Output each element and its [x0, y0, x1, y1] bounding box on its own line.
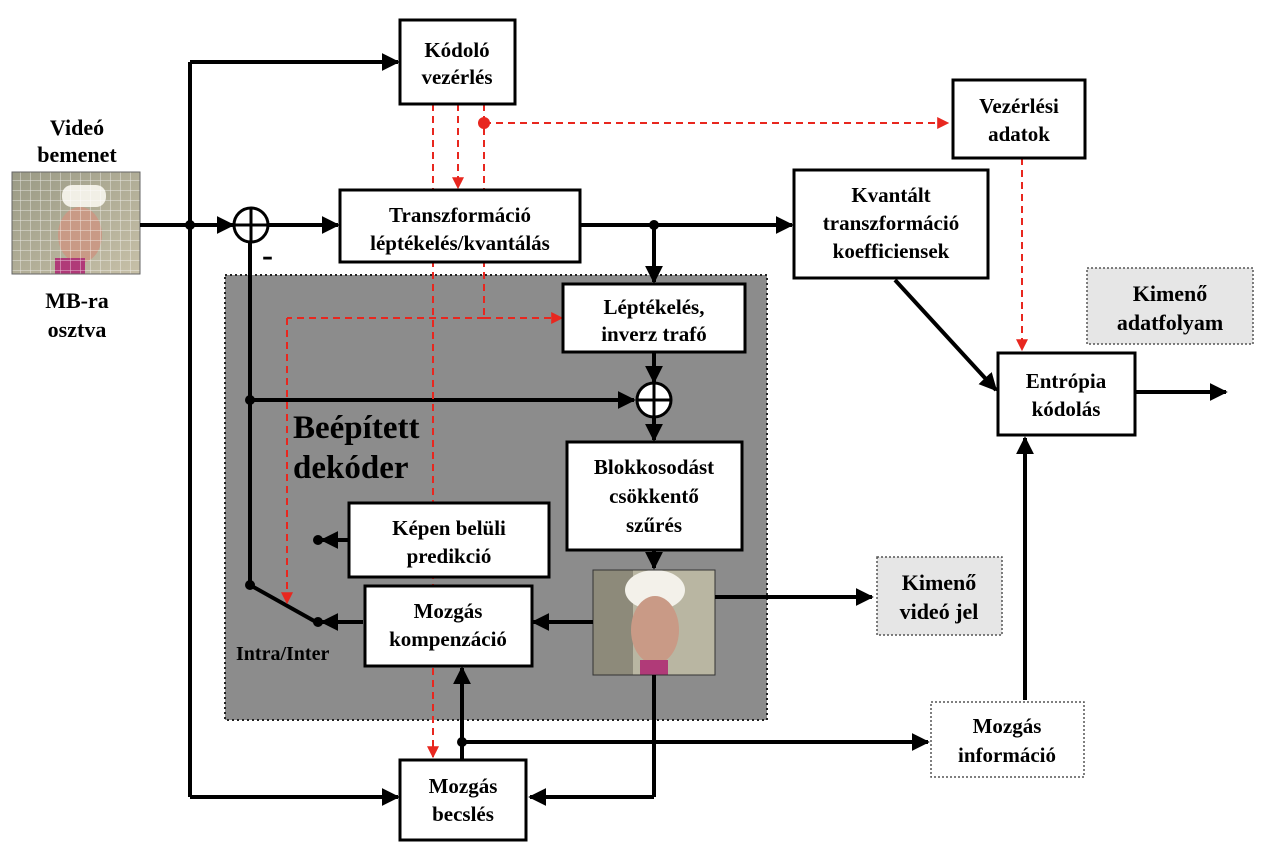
motion-information-box: Mozgás információ: [930, 701, 1085, 778]
svg-text:dekóder: dekóder: [293, 450, 409, 486]
entropy-coding-block: Entrópia kódolás: [996, 351, 1137, 437]
svg-text:Léptékelés,: Léptékelés,: [604, 295, 705, 319]
inverse-transform-block: Léptékelés, inverz trafó: [561, 282, 747, 354]
svg-text:koefficiensek: koefficiensek: [833, 239, 950, 263]
svg-text:Mozgás: Mozgás: [414, 599, 483, 623]
svg-text:Kimenő: Kimenő: [1133, 281, 1208, 306]
transform-block: Transzformáció léptékelés/kvantálás: [338, 188, 582, 264]
output-stream-label: Kimenő adatfolyam: [1086, 267, 1254, 345]
svg-text:Kódoló: Kódoló: [424, 38, 489, 62]
svg-text:Videó: Videó: [50, 115, 104, 140]
svg-text:kompenzáció: kompenzáció: [389, 627, 507, 651]
input-video-thumbnail: [11, 171, 141, 275]
svg-text:osztva: osztva: [48, 317, 107, 342]
svg-text:kódolás: kódolás: [1032, 397, 1101, 421]
decoder-label: Beépített dekóder: [293, 410, 419, 486]
summation-node: [232, 206, 270, 244]
svg-text:Entrópia: Entrópia: [1026, 369, 1107, 393]
svg-text:becslés: becslés: [432, 802, 494, 826]
junction-dots: [185, 117, 659, 747]
svg-text:Beépített: Beépített: [293, 410, 419, 446]
motion-compensation-block: Mozgás kompenzáció: [363, 584, 534, 668]
svg-text:bemenet: bemenet: [37, 142, 117, 167]
svg-text:Kimenő: Kimenő: [902, 570, 977, 595]
svg-text:predikció: predikció: [407, 544, 492, 568]
switch-label: Intra/Inter: [236, 643, 329, 665]
svg-text:Blokkosodást: Blokkosodást: [594, 455, 714, 479]
svg-text:vezérlés: vezérlés: [421, 65, 492, 89]
svg-text:adatfolyam: adatfolyam: [1117, 310, 1223, 335]
svg-text:Transzformáció: Transzformáció: [389, 203, 531, 227]
intra-prediction-block: Képen belüli predikció: [347, 501, 551, 579]
svg-text:inverz trafó: inverz trafó: [601, 322, 707, 346]
encoder-control-block: Kódoló vezérlés: [398, 18, 517, 106]
svg-text:Mozgás: Mozgás: [973, 714, 1042, 738]
svg-text:Vezérlési: Vezérlési: [979, 94, 1059, 118]
svg-text:MB-ra: MB-ra: [45, 288, 109, 313]
motion-estimation-block: Mozgás becslés: [398, 758, 528, 842]
svg-text:léptékelés/kvantálás: léptékelés/kvantálás: [370, 231, 550, 255]
svg-text:Mozgás: Mozgás: [429, 774, 498, 798]
control-data-block: Vezérlési adatok: [951, 78, 1087, 160]
quantized-coeffs-block: Kvantált transzformáció koefficiensek: [792, 168, 990, 280]
svg-text:szűrés: szűrés: [626, 513, 682, 537]
reconstructed-frame-thumbnail: [592, 569, 716, 676]
svg-text:információ: információ: [958, 743, 1056, 767]
svg-text:Kvantált: Kvantált: [851, 183, 930, 207]
svg-text:adatok: adatok: [988, 122, 1050, 146]
svg-text:transzformáció: transzformáció: [823, 211, 959, 235]
svg-text:Képen belüli: Képen belüli: [392, 516, 506, 540]
minus-sign: -: [262, 238, 273, 274]
deblocking-filter-block: Blokkosodást csökkentő szűrés: [565, 440, 744, 552]
adder-node: [635, 381, 673, 419]
svg-text:videó jel: videó jel: [900, 599, 979, 624]
input-labels: Videó bemenet MB-ra osztva: [37, 115, 117, 342]
svg-text:csökkentő: csökkentő: [609, 484, 699, 508]
signal-lines: [140, 53, 1228, 806]
output-video-label: Kimenő videó jel: [876, 556, 1003, 636]
